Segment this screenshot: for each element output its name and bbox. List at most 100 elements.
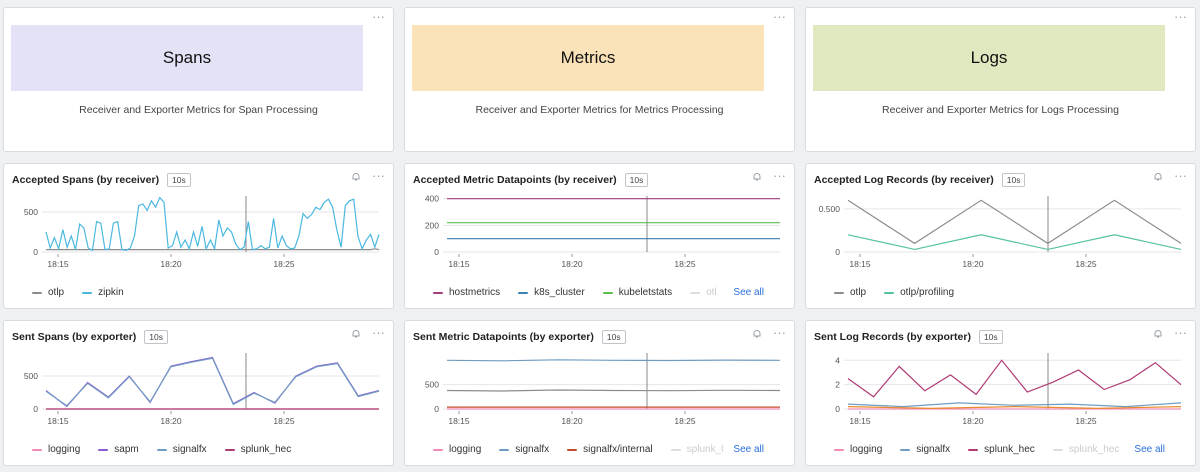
chart-panel: Sent Metric Datapoints (by exporter)10s ·… [404, 320, 795, 466]
legend-item[interactable]: otlp [32, 287, 64, 298]
legend-swatch [670, 448, 681, 451]
legend-swatch [834, 448, 844, 451]
legend-item[interactable]: sapm [98, 444, 139, 455]
x-tick-label: 18:25 [273, 259, 295, 269]
x-tick-label: 18:25 [674, 259, 696, 269]
more-options-icon[interactable]: ··· [1174, 325, 1187, 340]
legend-swatch [224, 448, 235, 451]
see-all-link[interactable]: See all [723, 287, 764, 298]
see-all-link[interactable]: See all [1124, 444, 1165, 455]
more-options-icon[interactable]: ··· [773, 9, 786, 24]
legend-label: splunk_h [686, 444, 727, 455]
y-tick-label: 500 [24, 371, 38, 381]
legend-item[interactable]: k8s_cluster [518, 287, 585, 298]
legend-label: splunk_hec [240, 444, 292, 455]
more-options-icon[interactable]: ··· [773, 168, 786, 183]
legend-item[interactable]: splunk_h [670, 444, 727, 455]
metrics-header-panel: ··· Metrics Receiver and Exporter Metric… [404, 7, 795, 152]
legend-item[interactable]: logging [32, 444, 80, 455]
series-line-otlp_profiling[interactable] [847, 234, 1182, 251]
bell-icon[interactable] [1153, 172, 1163, 182]
bell-icon[interactable] [752, 329, 762, 339]
chart-legend: otlp zipkin [32, 287, 124, 298]
series-line-zipkin[interactable] [45, 196, 380, 252]
series-line-splunk_hec_2[interactable] [847, 405, 1182, 410]
legend-item[interactable]: kubeletstats [602, 287, 672, 298]
logs-header-panel: ··· Logs Receiver and Exporter Metrics f… [805, 7, 1196, 152]
series-line-signalfx[interactable] [446, 359, 781, 362]
bell-icon[interactable] [351, 172, 361, 182]
legend-item[interactable]: splunk_hec [224, 444, 292, 455]
chart-legend: otlp otlp/profiling [834, 287, 954, 298]
chart-title[interactable]: Accepted Spans (by receiver)10s [12, 173, 191, 187]
bell-icon[interactable] [1153, 329, 1163, 339]
legend-item[interactable]: otl [690, 287, 717, 298]
more-options-icon[interactable]: ··· [372, 325, 385, 340]
legend-label: signalfx [916, 444, 951, 455]
logs-header-description: Receiver and Exporter Metrics for Logs P… [882, 104, 1119, 116]
chart-panel: Accepted Log Records (by receiver)10s ···… [805, 163, 1196, 309]
series-line-otlp[interactable] [46, 248, 380, 251]
series-line-signalfx[interactable] [847, 402, 1182, 408]
chart-title[interactable]: Sent Spans (by exporter)10s [12, 330, 168, 344]
legend-swatch [1052, 448, 1063, 451]
chart-title[interactable]: Sent Metric Datapoints (by exporter)10s [413, 330, 626, 344]
series-line-otlp[interactable] [847, 199, 1182, 245]
legend-swatch [98, 448, 109, 451]
bell-icon[interactable] [752, 172, 762, 182]
resolution-badge: 10s [144, 330, 168, 344]
chart-title[interactable]: Accepted Metric Datapoints (by receiver)… [413, 173, 649, 187]
legend-item[interactable]: logging [834, 444, 882, 455]
legend-item[interactable]: otlp [834, 287, 866, 298]
legend-swatch [900, 448, 911, 451]
legend-item[interactable]: splunk_hec [968, 444, 1035, 455]
more-options-icon[interactable]: ··· [372, 9, 385, 24]
more-options-icon[interactable]: ··· [1174, 168, 1187, 183]
x-tick-label: 18:20 [561, 416, 583, 426]
legend-item[interactable]: signalfx [499, 444, 549, 455]
y-tick-label: 0 [434, 247, 439, 257]
chart-title[interactable]: Sent Log Records (by exporter)10s [814, 330, 1003, 344]
y-tick-label: 500 [425, 380, 439, 390]
more-options-icon[interactable]: ··· [773, 325, 786, 340]
series-line-splunk_hec[interactable] [847, 359, 1182, 398]
legend-swatch [690, 291, 701, 294]
resolution-badge: 10s [167, 173, 191, 187]
legend-item[interactable]: signalfx [900, 444, 950, 455]
more-options-icon[interactable]: ··· [372, 168, 385, 183]
chart-legend: hostmetrics k8s_cluster kubeletstats otl [433, 287, 717, 298]
legend-label: logging [850, 444, 883, 455]
spans-header-panel: ··· Spans Receiver and Exporter Metrics … [3, 7, 394, 152]
y-tick-label: 0 [33, 247, 38, 257]
metrics-header-description: Receiver and Exporter Metrics for Metric… [475, 104, 724, 116]
x-tick-label: 18:15 [849, 416, 871, 426]
spans-header-description: Receiver and Exporter Metrics for Span P… [79, 104, 318, 116]
legend-label: k8s_cluster [534, 287, 585, 298]
spans-header-title: Spans [162, 48, 212, 67]
more-options-icon[interactable]: ··· [1174, 9, 1187, 24]
legend-label: splunk_hec [1068, 444, 1120, 455]
legend-item[interactable]: otlp/profiling [884, 287, 954, 298]
series-line-signalfx[interactable] [45, 357, 380, 407]
bell-icon[interactable] [351, 329, 361, 339]
legend-swatch [32, 448, 42, 451]
legend-item[interactable]: splunk_hec [1052, 444, 1120, 455]
series-line-otlp[interactable] [446, 389, 781, 392]
metrics-header-title: Metrics [560, 48, 616, 67]
legend-item[interactable]: signalfx [156, 444, 207, 455]
chart-title[interactable]: Accepted Log Records (by receiver)10s [814, 173, 1026, 187]
legend-item[interactable]: logging [433, 444, 481, 455]
resolution-badge: 10s [624, 173, 649, 187]
legend-item[interactable]: hostmetrics [433, 287, 500, 298]
see-all-link[interactable]: See all [723, 444, 764, 455]
legend-item[interactable]: zipkin [82, 287, 124, 298]
legend-item[interactable]: signalfx/internal [567, 444, 653, 455]
legend-swatch [433, 448, 443, 451]
y-tick-label: 400 [425, 194, 439, 204]
